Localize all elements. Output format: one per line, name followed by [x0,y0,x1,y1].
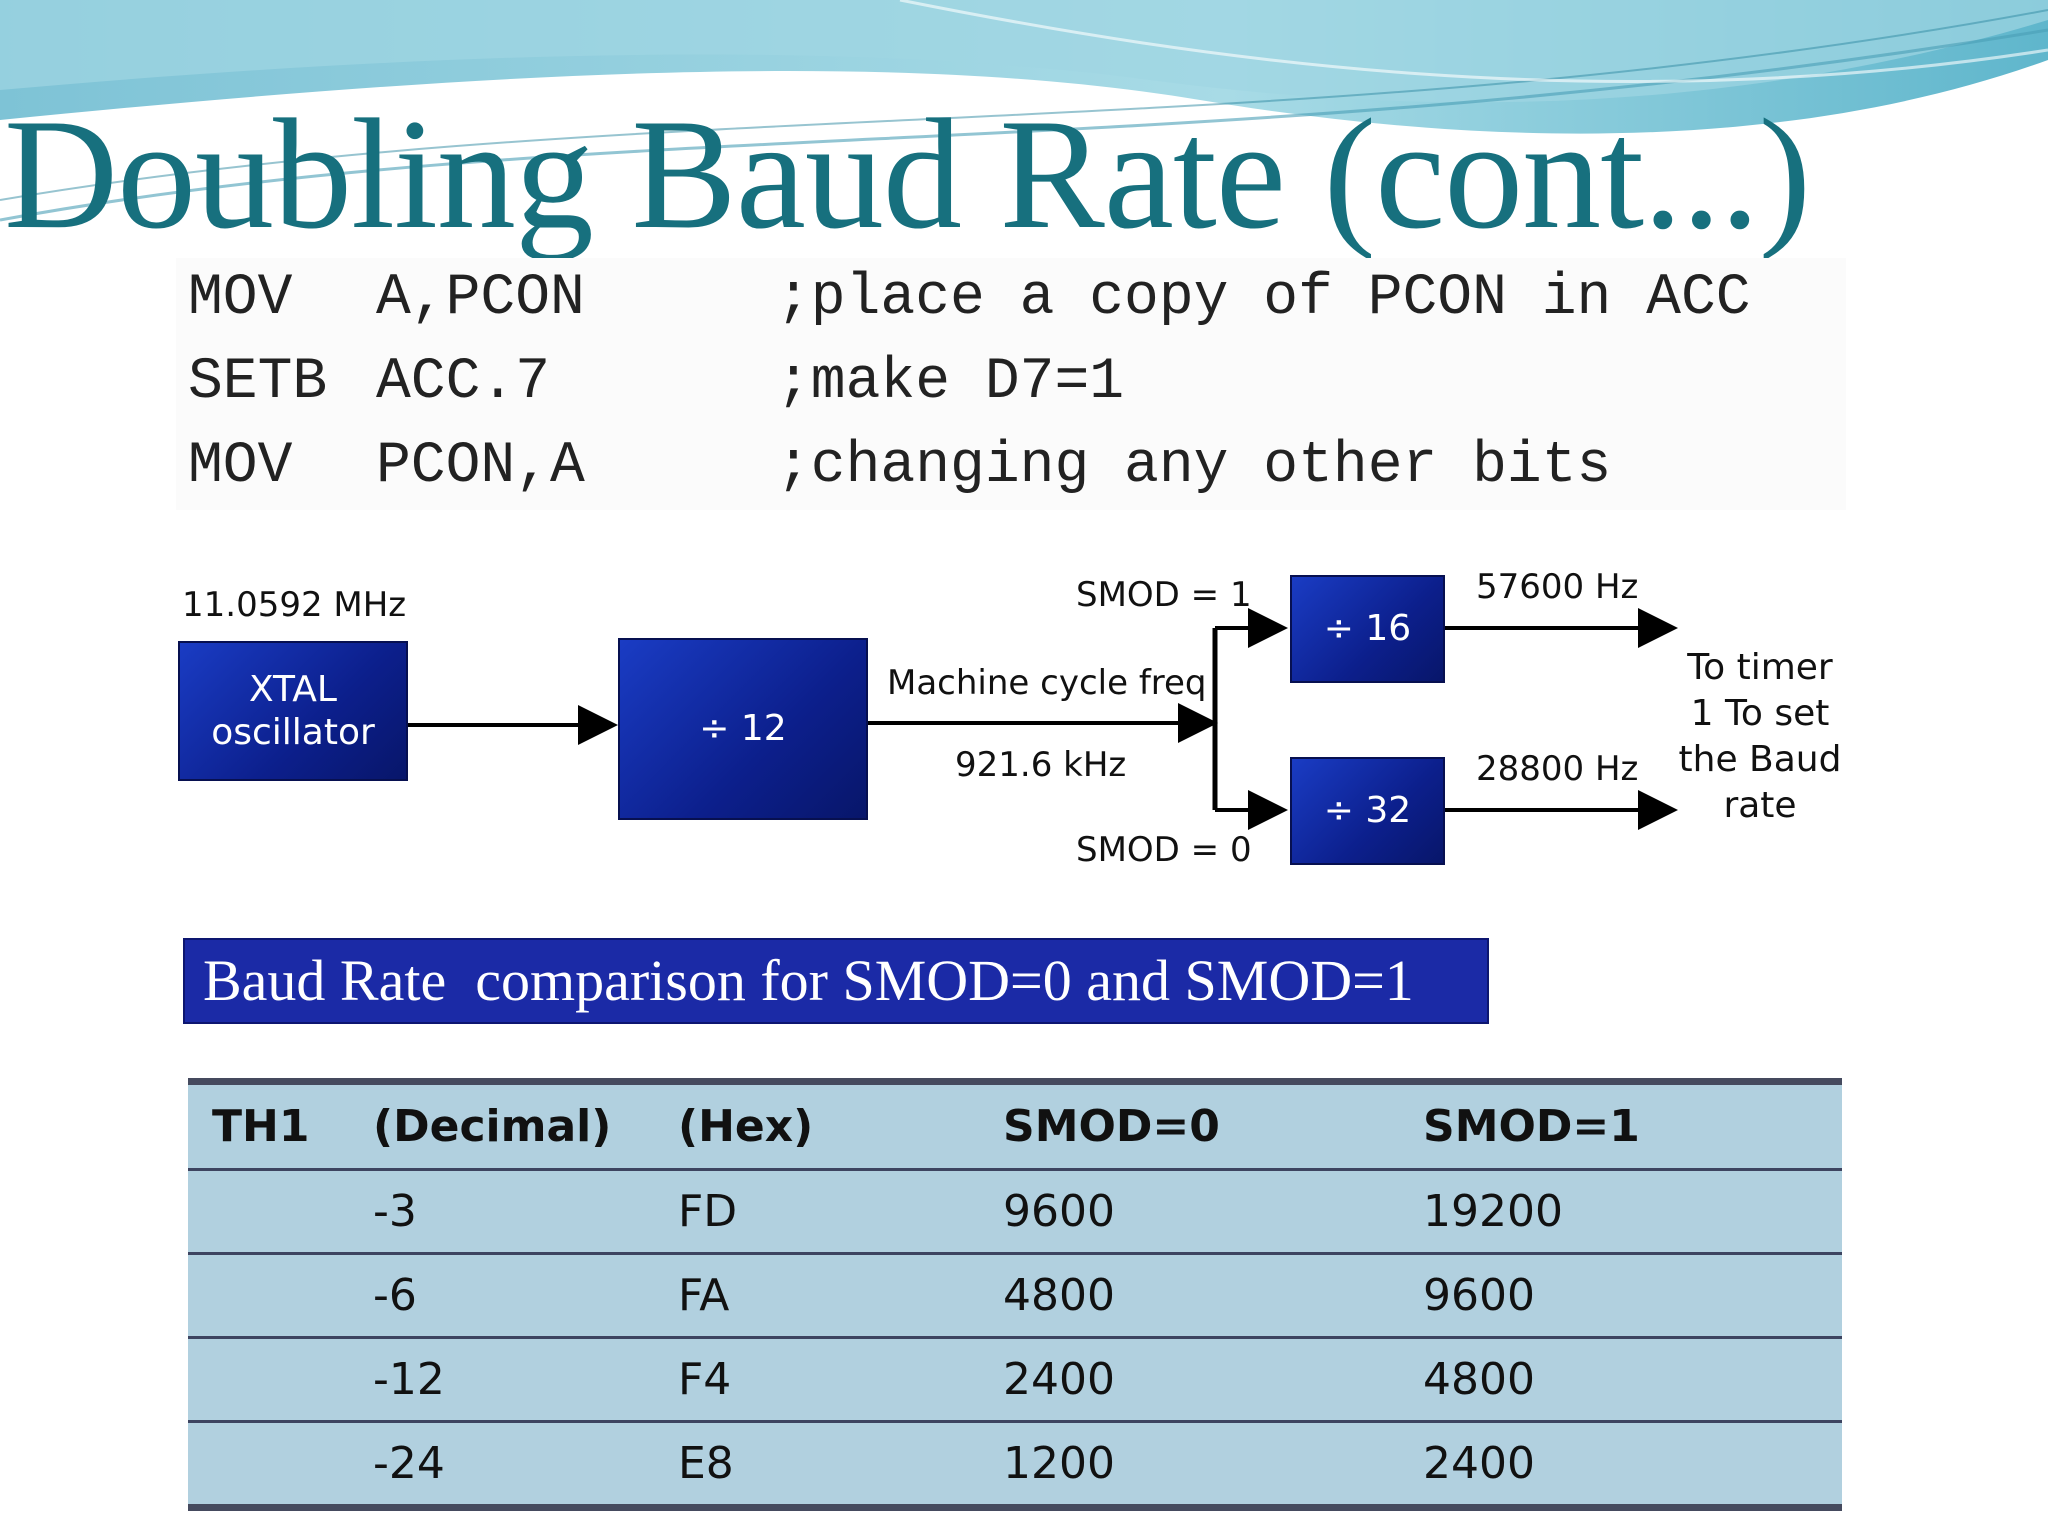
table-header-row: TH1 (Decimal) (Hex) SMOD=0 SMOD=1 [188,1085,1842,1168]
table-row: -3 FD 9600 19200 [188,1168,1842,1252]
table-cell: -12 [373,1354,445,1405]
divide-by-32-label: ÷ 32 [1323,790,1412,832]
code-args: A,PCON [376,266,585,331]
code-op: MOV [188,266,293,331]
table-row: -24 E8 1200 2400 [188,1420,1842,1504]
smod-0-label: SMOD = 0 [1076,830,1252,870]
table-cell: FA [678,1270,730,1321]
xtal-label: XTAL [249,668,337,710]
table-cell: 9600 [1423,1270,1535,1321]
xtal-oscillator-box: XTAL oscillator [178,641,408,781]
baud-rate-table: TH1 (Decimal) (Hex) SMOD=0 SMOD=1 -3 FD … [188,1078,1842,1511]
output-frequency-bottom: 28800 Hz [1476,749,1639,789]
table-cell: 19200 [1423,1186,1563,1237]
output-frequency-top: 57600 Hz [1476,567,1639,607]
table-cell: -3 [373,1186,417,1237]
baud-block-diagram: 11.0592 MHz XTAL oscillator ÷ 12 Machine… [170,535,1854,913]
table-cell: 4800 [1423,1354,1535,1405]
table-cell: E8 [678,1438,734,1489]
timer-note-line: To timer [1687,647,1833,688]
code-op: SETB [188,350,328,415]
table-cell: 2400 [1423,1438,1535,1489]
timer-note-line: rate [1723,785,1797,826]
diagram-arrows [408,608,1678,830]
table-header-cell: TH1 [212,1101,310,1152]
code-args: ACC.7 [376,350,551,415]
code-comment: ;changing any other bits [776,434,1612,499]
divide-by-16-box: ÷ 16 [1290,575,1445,683]
table-cell: 2400 [1003,1354,1115,1405]
table-header-cell: SMOD=1 [1423,1101,1640,1152]
comparison-banner: Baud Rate comparison for SMOD=0 and SMOD… [183,938,1489,1024]
table-cell: -6 [373,1270,417,1321]
header-wave-decoration [0,0,2048,222]
code-comment: ;make D7=1 [776,350,1125,415]
timer-note: To timer 1 To set the Baud rate [1675,645,1845,829]
table-cell: 4800 [1003,1270,1115,1321]
timer-note-line: the Baud [1678,739,1842,780]
table-cell: FD [678,1186,738,1237]
table-cell: 9600 [1003,1186,1115,1237]
smod-1-label: SMOD = 1 [1076,575,1252,615]
table-row: -6 FA 4800 9600 [188,1252,1842,1336]
table-header-cell: (Decimal) [373,1101,612,1152]
code-block: MOV A,PCON ;place a copy of PCON in ACC … [176,258,1846,510]
code-comment: ;place a copy of PCON in ACC [776,266,1751,331]
divide-by-12-box: ÷ 12 [618,638,868,820]
machine-cycle-frequency: 921.6 kHz [955,745,1127,785]
divide-by-32-box: ÷ 32 [1290,757,1445,865]
table-cell: 1200 [1003,1438,1115,1489]
table-cell: -24 [373,1438,445,1489]
divide-by-12-label: ÷ 12 [699,708,787,750]
code-op: MOV [188,434,293,499]
divide-by-16-label: ÷ 16 [1323,608,1412,650]
timer-note-line: 1 To set [1690,693,1830,734]
table-cell: F4 [678,1354,732,1405]
crystal-frequency-label: 11.0592 MHz [182,585,407,625]
code-args: PCON,A [376,434,585,499]
table-header-cell: (Hex) [678,1101,814,1152]
table-header-cell: SMOD=0 [1003,1101,1220,1152]
machine-cycle-label: Machine cycle freq [887,663,1207,703]
oscillator-label: oscillator [211,712,375,753]
table-row: -12 F4 2400 4800 [188,1336,1842,1420]
slide-title: Doubling Baud Rate (cont...) [4,87,1811,262]
